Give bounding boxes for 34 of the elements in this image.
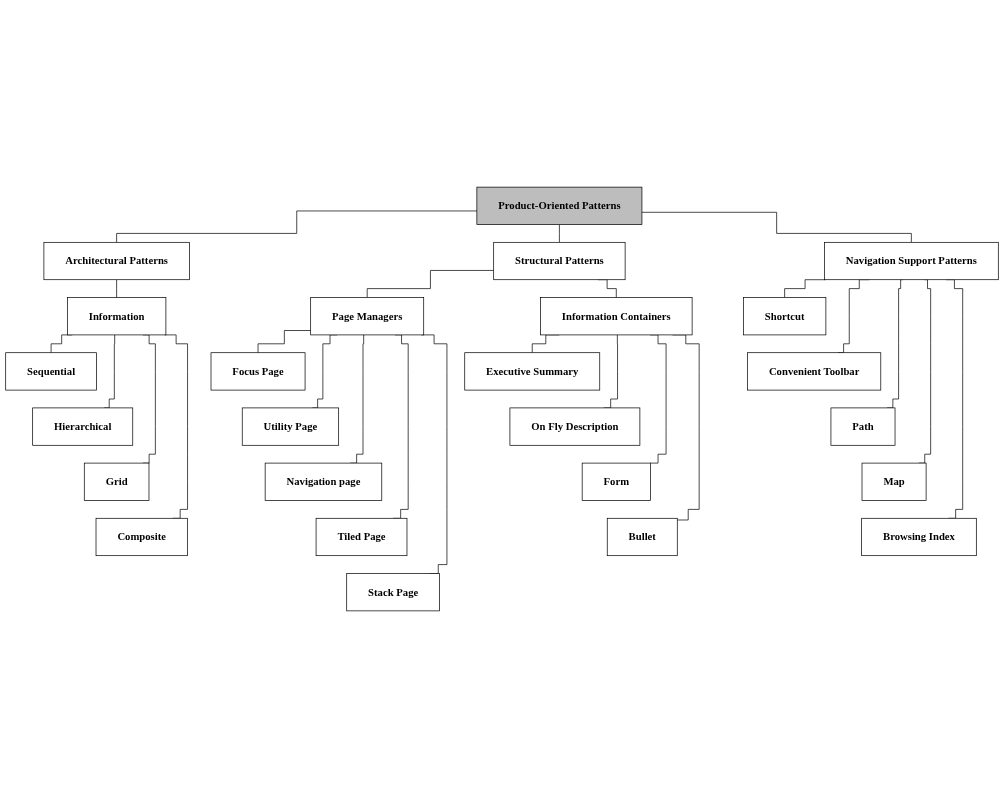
connector [116, 210, 478, 243]
connector [784, 279, 826, 298]
node-box: Navigation page [264, 462, 383, 501]
node-box: Grid [83, 462, 150, 501]
node-box: Bullet [606, 517, 678, 557]
node-box: Stack Page [346, 573, 440, 612]
node-box: Map [861, 462, 927, 501]
node-box: Convenient Toolbar [747, 352, 882, 391]
node-box: Composite [95, 517, 188, 557]
node-box: Structural Patterns [493, 241, 626, 281]
connector [641, 211, 912, 243]
node-box: Form [581, 462, 651, 501]
node-box: Tiled Page [315, 517, 408, 557]
node-box: Utility Page [241, 407, 340, 446]
connector [257, 330, 311, 354]
node-box: Page Managers [310, 297, 425, 336]
node-box: Focus Page [210, 352, 306, 391]
node-box: Path [830, 407, 896, 446]
node-box: On Fly Description [509, 407, 641, 446]
node-box: Architectural Patterns [43, 241, 190, 281]
node-box: Browsing Index [861, 517, 977, 557]
node-box: Executive Summary [464, 352, 601, 391]
connector [366, 270, 495, 298]
node-box: Information Containers [540, 297, 693, 336]
connector [116, 279, 117, 298]
node-box: Shortcut [743, 297, 827, 336]
connector [559, 224, 560, 243]
node-box: Navigation Support Patterns [824, 241, 999, 281]
node-box: Product-Oriented Patterns [476, 186, 643, 225]
node-box: Information [67, 297, 167, 336]
node-box: Hierarchical [32, 407, 134, 446]
node-box: Sequential [5, 352, 97, 391]
connector [164, 334, 188, 519]
connector [649, 334, 667, 464]
